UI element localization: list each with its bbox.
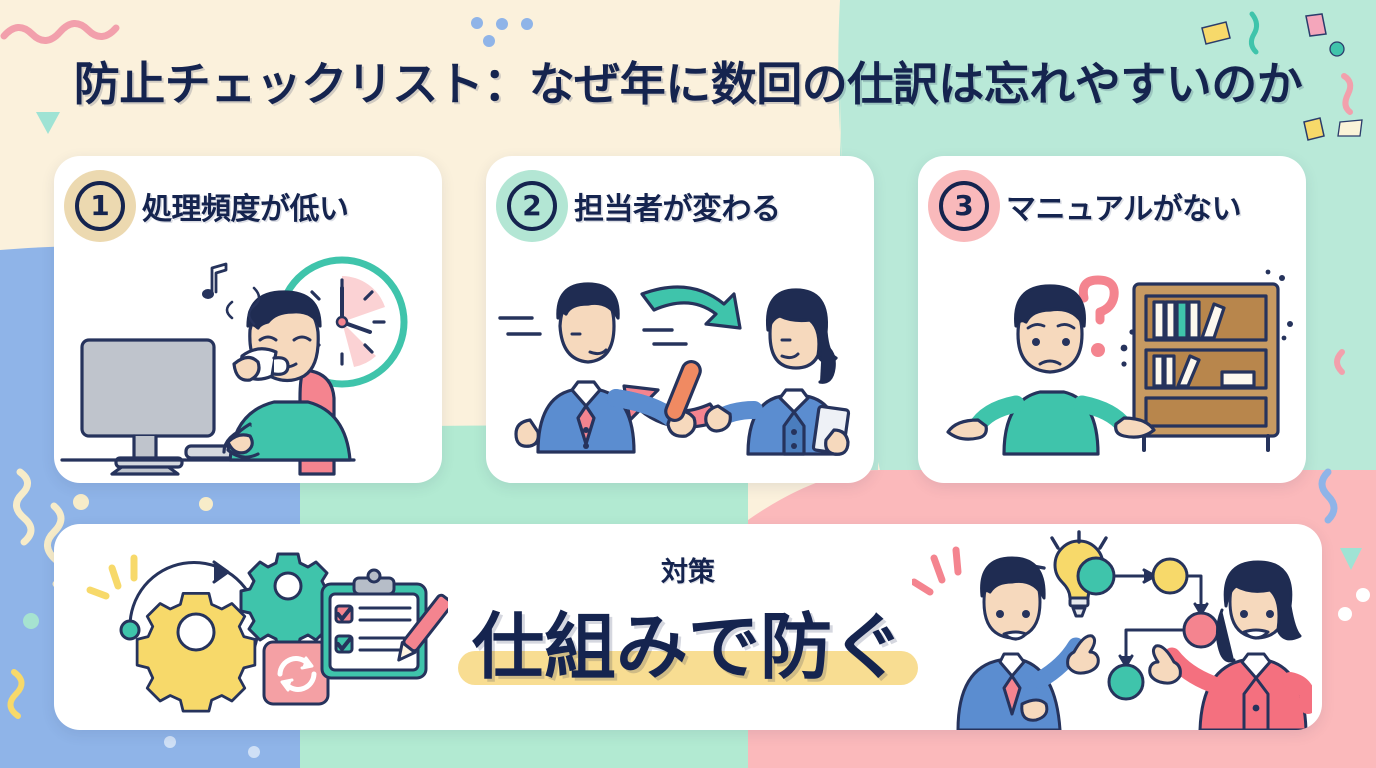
card-2-header: 2 担当者が変わる xyxy=(486,156,874,256)
card-2-badge: 2 xyxy=(496,170,568,242)
solution-headline: 仕組みで防ぐ xyxy=(457,611,918,685)
card-3-title: マニュアルがない xyxy=(1006,192,1242,227)
card-1-header: 1 処理頻度が低い xyxy=(54,156,442,256)
card-2-illustration xyxy=(486,252,874,477)
card-1-illustration xyxy=(54,252,442,477)
card-2-number: 2 xyxy=(507,181,557,231)
reason-card-2[interactable]: 2 担当者が変わる xyxy=(486,156,874,483)
card-3-number: 3 xyxy=(939,181,989,231)
solution-illustration-left xyxy=(78,538,448,724)
page-title: 防止チェックリスト：なぜ年に数回の仕訳は忘れやすいのか xyxy=(73,57,1303,111)
solution-card[interactable]: 対策 仕組みで防ぐ xyxy=(54,524,1322,730)
card-1-number: 1 xyxy=(75,181,125,231)
card-3-illustration xyxy=(918,252,1306,477)
card-3-header: 3 マニュアルがない xyxy=(918,156,1306,256)
card-1-title: 処理頻度が低い xyxy=(142,192,349,227)
card-1-badge: 1 xyxy=(64,170,136,242)
card-2-title: 担当者が変わる xyxy=(574,192,781,227)
reason-card-1[interactable]: 1 処理頻度が低い xyxy=(54,156,442,483)
solution-headline-text: 仕組みで防ぐ xyxy=(471,605,904,689)
solution-illustration-right xyxy=(912,530,1312,730)
card-3-badge: 3 xyxy=(928,170,1000,242)
reason-card-3[interactable]: 3 マニュアルがない xyxy=(918,156,1306,483)
solution-label: 対策 xyxy=(661,557,715,588)
page-title-container: 防止チェックリスト：なぜ年に数回の仕訳は忘れやすいのか xyxy=(0,44,1376,118)
solution-headline-container: 仕組みで防ぐ xyxy=(54,592,1322,702)
